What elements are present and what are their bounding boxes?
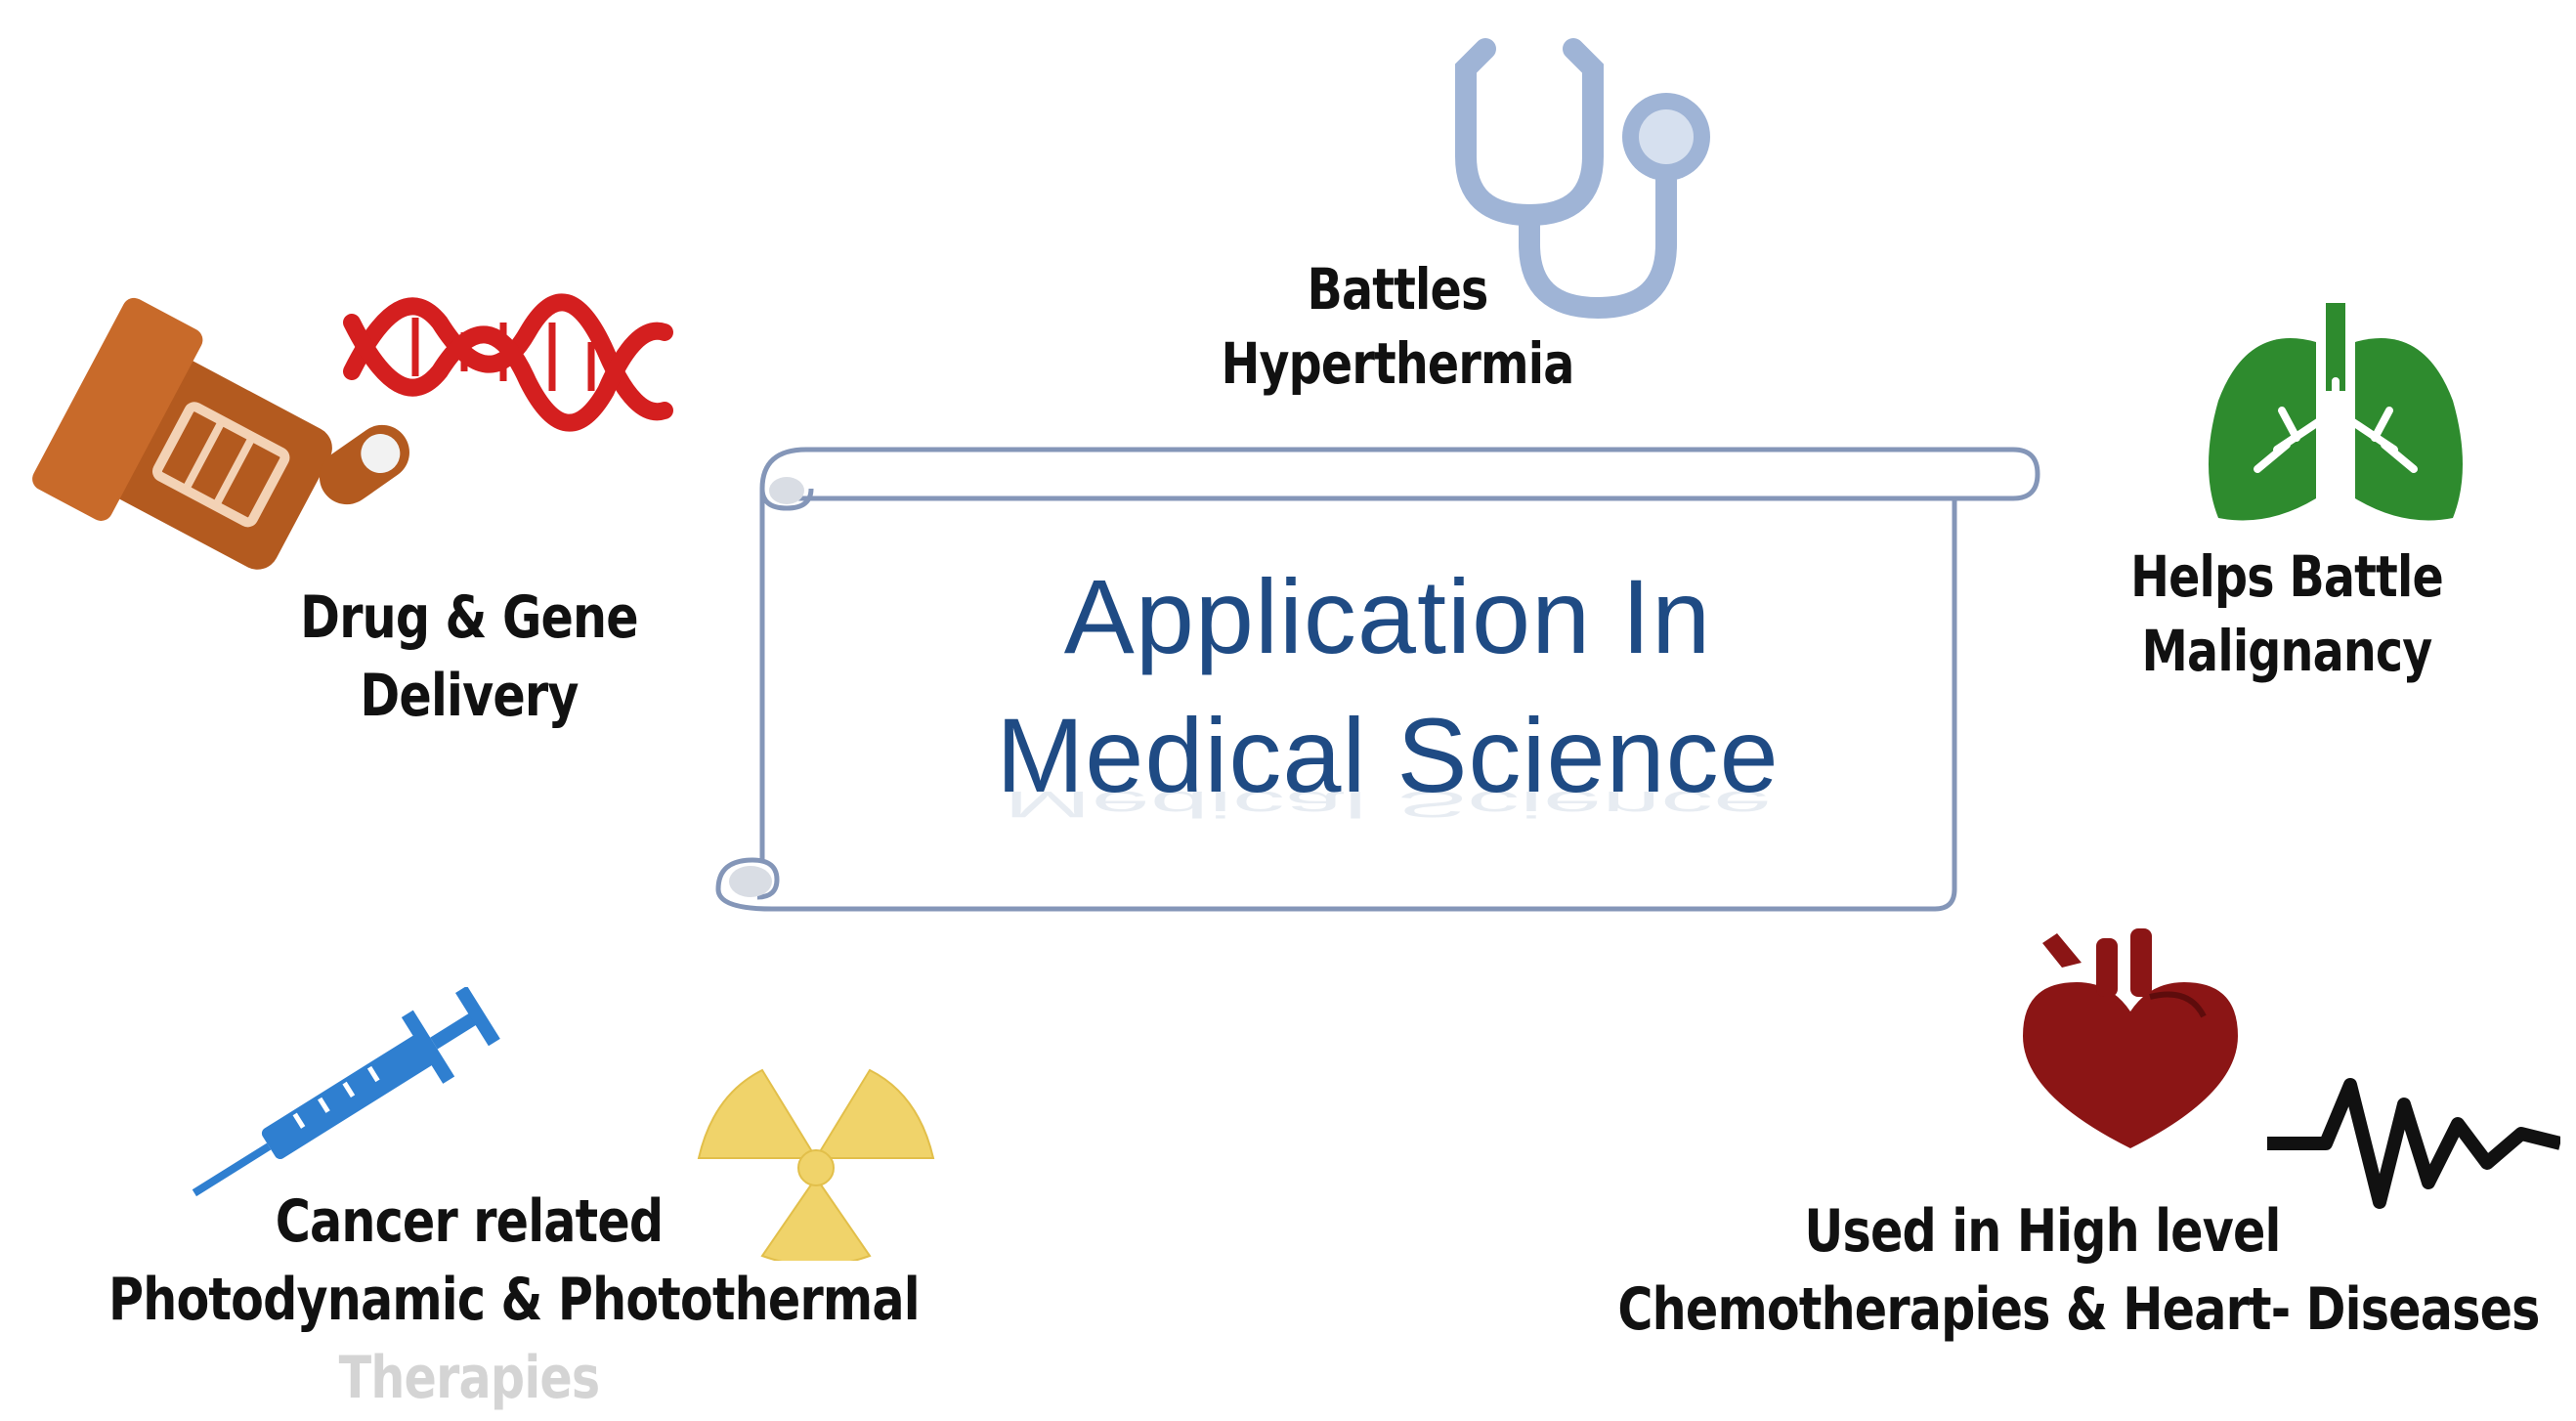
title-line-1: Application In (1063, 557, 1712, 675)
drug-gene-line-2: Delivery (360, 662, 579, 730)
node-hyperthermia: Battles Hyperthermia (1181, 252, 1614, 401)
pill-dna-icon (32, 293, 673, 570)
scroll-curl-top (769, 477, 804, 504)
cancer-line-1: Cancer related (275, 1187, 664, 1256)
syringe-icon (192, 987, 500, 1197)
drug-gene-line-1: Drug & Gene (300, 583, 638, 652)
pulse-icon (2267, 1078, 2560, 1209)
title-line-2: Medical Science (996, 696, 1780, 814)
scroll-banner (715, 447, 2040, 912)
stethoscope-icon (1455, 38, 1710, 320)
hyperthermia-line-2: Hyperthermia (1221, 330, 1575, 397)
node-cancer: Cancer related Photodynamic & Phototherm… (108, 1183, 921, 1417)
radiation-icon (697, 1068, 935, 1261)
scroll-curl-bottom (729, 866, 772, 897)
malignancy-line-2: Malignancy (2141, 618, 2433, 684)
node-malignancy: Helps Battle Malignancy (2111, 539, 2464, 688)
diagram-title: Application In Medical Science (821, 547, 1954, 825)
lungs-icon (2209, 303, 2463, 521)
node-drug-gene: Drug & Gene Delivery (244, 579, 693, 735)
node-chemo: Used in High level Chemotherapies & Hear… (1617, 1192, 2540, 1349)
chemo-line-1: Used in High level (1804, 1197, 2281, 1266)
heart-icon (2023, 928, 2238, 1148)
hyperthermia-line-1: Battles (1307, 256, 1489, 323)
chemo-line-2: Chemotherapies & Heart- Diseases (1617, 1275, 2540, 1344)
malignancy-line-1: Helps Battle (2130, 543, 2444, 610)
cancer-line-2: Photodynamic & Photothermal (108, 1266, 921, 1334)
cancer-line-3: Therapies (338, 1344, 601, 1412)
